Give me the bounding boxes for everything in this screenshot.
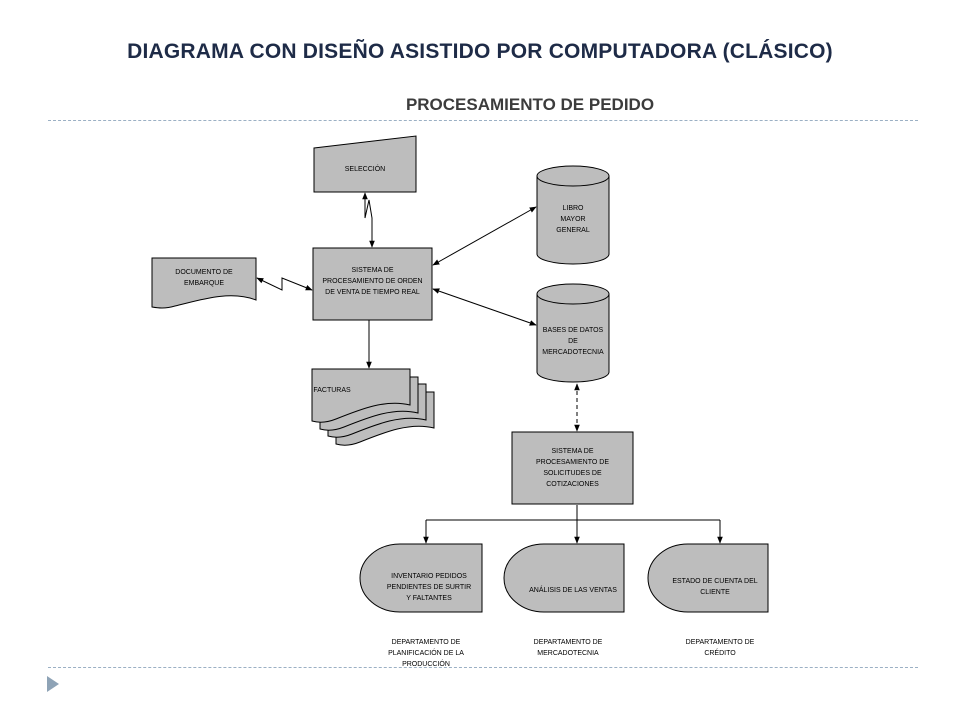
sistema-solicitudes-label: SISTEMA DE PROCESAMIENTO DE SOLICITUDES … <box>536 448 609 488</box>
estado-cuenta-shape <box>647 543 769 613</box>
sistema-solicitudes-shape <box>511 431 634 505</box>
bottom-divider <box>48 667 918 668</box>
estado-cuenta-label: ESTADO DE CUENTA DEL CLIENTE <box>672 578 758 596</box>
connector-outputs <box>426 505 720 521</box>
dept-mercadotecnia-label: DEPARTAMENTO DE MERCADOTECNIA <box>533 639 603 657</box>
connector-seleccion <box>362 192 375 248</box>
play-arrow-icon[interactable] <box>47 676 59 692</box>
seleccion-shape <box>313 135 417 193</box>
connector-bases-datos <box>432 288 537 326</box>
diagram-subtitle: PROCESAMIENTO DE PEDIDO <box>405 95 655 114</box>
documento-shape <box>151 257 257 309</box>
sistema-orden-label: SISTEMA DE PROCESAMIENTO DE ORDEN DE VEN… <box>322 267 423 296</box>
sistema-orden-shape <box>312 247 433 321</box>
page-title: DIAGRAMA CON DISEÑO ASISTIDO POR COMPUTA… <box>127 40 833 63</box>
dept-planificacion-label: DEPARTAMENTO DE PLANIFICACIÓN DE LA PROD… <box>388 639 464 668</box>
facturas-label: FACTURAS <box>313 387 351 394</box>
analisis-label: ANÁLISIS DE LAS VENTAS <box>529 587 617 594</box>
inventario-shape <box>359 543 483 613</box>
libro-mayor-shape <box>536 165 610 265</box>
analisis-shape <box>503 543 625 613</box>
connector-libro-mayor <box>432 206 537 266</box>
inventario-label: INVENTARIO PEDIDOS PENDIENTES DE SURTIR … <box>386 573 472 602</box>
bases-datos-shape <box>536 283 610 383</box>
connector-documento <box>256 277 313 291</box>
seleccion-label: SELECCIÓN <box>344 166 386 173</box>
bases-datos-label: BASES DE DATOS DE MERCADOTECNIA <box>542 327 604 356</box>
top-divider <box>48 120 918 121</box>
dept-credito-label: DEPARTAMENTO DE CRÉDITO <box>685 639 755 657</box>
facturas-shape <box>311 368 435 446</box>
libro-mayor-label: LIBRO MAYOR GENERAL <box>556 205 590 234</box>
documento-label: DOCUMENTO DE EMBARQUE <box>175 269 233 287</box>
